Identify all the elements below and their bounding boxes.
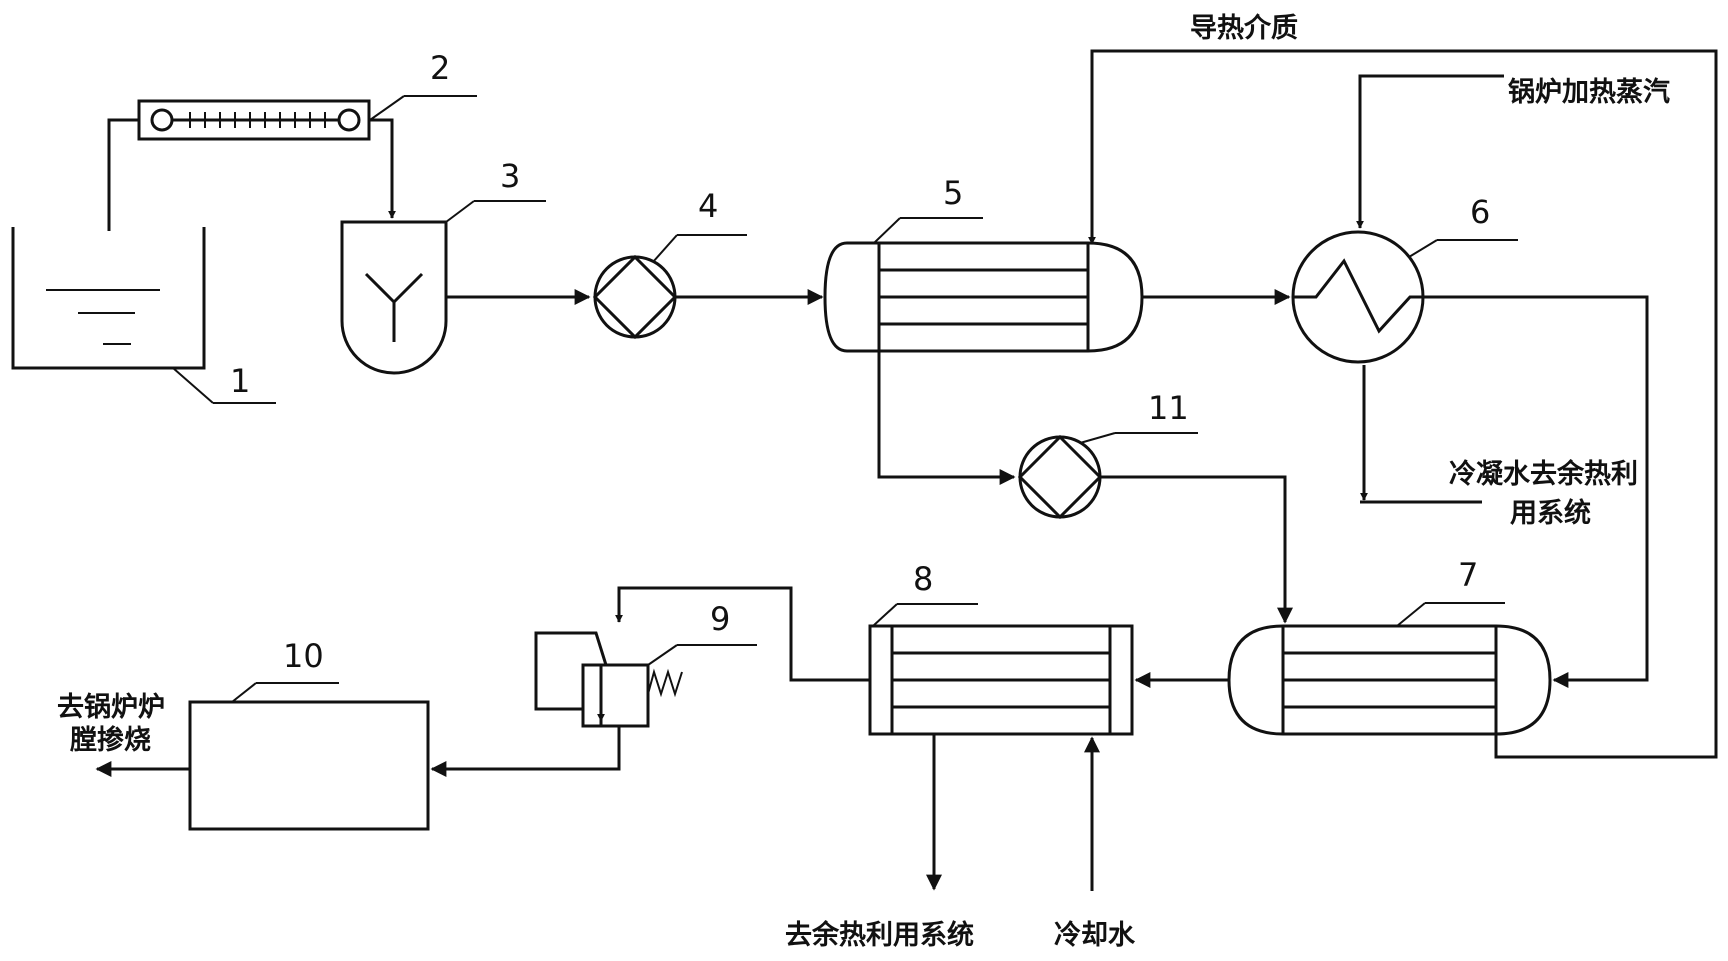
- label-10: 10: [283, 637, 324, 675]
- label-condensate-1: 冷凝水去余热利: [1449, 458, 1638, 490]
- label-8: 8: [913, 560, 933, 598]
- label-furnace-1: 去锅炉炉: [57, 692, 165, 723]
- flow-lines: [95, 49, 1718, 891]
- valve-9: 9: [534, 600, 757, 728]
- conveyor-2: 2: [137, 49, 477, 141]
- pump-4: 4: [592, 187, 747, 340]
- heat-exchanger-7: 7: [1227, 556, 1552, 736]
- label-7: 7: [1458, 556, 1478, 594]
- label-4: 4: [698, 187, 718, 225]
- label-9: 9: [710, 600, 730, 638]
- heat-exchanger-5: 5: [823, 174, 1144, 353]
- label-boiler-steam: 锅炉加热蒸汽: [1508, 77, 1670, 108]
- label-5: 5: [943, 174, 963, 212]
- label-6: 6: [1470, 193, 1490, 231]
- heater-6: 6: [1291, 193, 1518, 364]
- pump-11: 11: [1017, 389, 1198, 520]
- cooler-8: 8: [868, 560, 1134, 736]
- label-waste-heat: 去余热利用系统: [785, 919, 974, 951]
- mixer-3: 3: [340, 157, 546, 375]
- label-1: 1: [230, 362, 250, 400]
- label-cooling-water: 冷却水: [1054, 920, 1136, 951]
- label-condensate-2: 用系统: [1510, 497, 1591, 529]
- label-furnace-2: 膛掺烧: [69, 724, 151, 756]
- label-heat-medium: 导热介质: [1190, 13, 1298, 44]
- label-2: 2: [430, 49, 450, 87]
- label-11: 11: [1148, 389, 1189, 427]
- tank-1: 1: [11, 227, 276, 404]
- storage-10: 10: [188, 637, 430, 831]
- label-3: 3: [500, 157, 520, 195]
